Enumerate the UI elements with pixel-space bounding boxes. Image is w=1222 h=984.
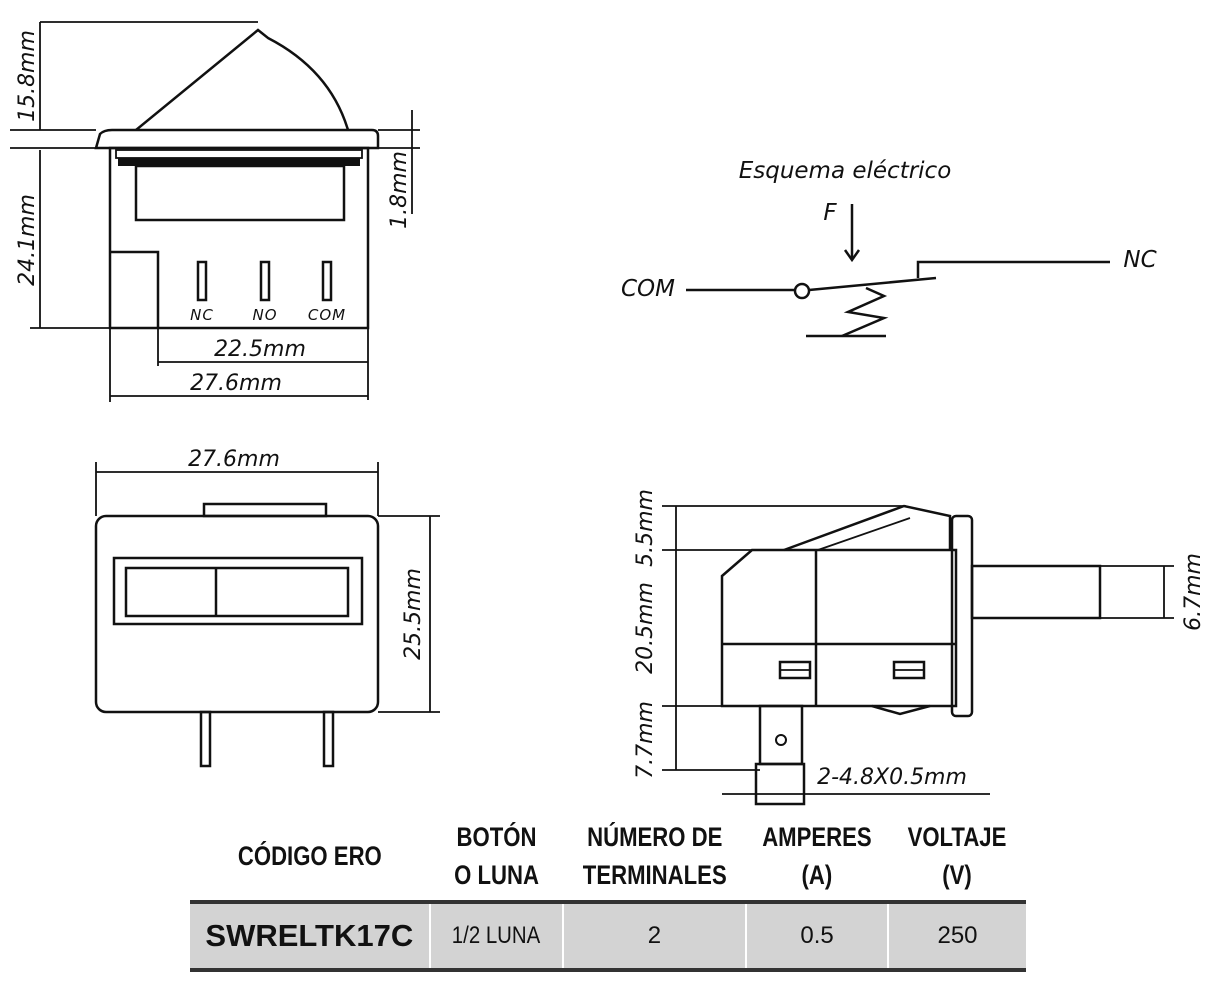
spring — [841, 286, 889, 338]
cell-button: 1/2 LUNA — [428, 900, 563, 972]
dim-body-height: 24.1mm — [15, 194, 40, 286]
terminal-label-no: NO — [252, 306, 277, 324]
dim-terminal-size: 2-4.8X0.5mm — [817, 765, 967, 790]
front-view: 27.6mm 25.5mm — [94, 447, 440, 768]
top-tab — [202, 502, 328, 518]
table-row: SWRELTK17C 1/2 LUNA 2 0.5 250 — [190, 900, 1026, 972]
body-window — [134, 164, 346, 222]
pivot-contact — [793, 282, 811, 300]
dim-side-body: 20.5mm — [633, 582, 658, 674]
cell-amperes: 0.5 — [745, 900, 889, 972]
dim-top-width: 27.6mm — [190, 371, 282, 396]
side-view: 5.5mm 20.5mm 7.7mm 6.7mm 2-4.8X0.5mm — [633, 489, 1206, 806]
cell-terminals: 2 — [561, 900, 747, 972]
side-body — [720, 548, 958, 708]
dim-flange: 1.8mm — [387, 151, 412, 229]
rocker-frame — [112, 556, 364, 626]
dim-terminal-span: 22.5mm — [214, 337, 306, 362]
dim-terminal-length: 7.7mm — [633, 701, 658, 779]
dim-front-width: 27.6mm — [188, 447, 280, 472]
com-label: COM — [621, 276, 675, 302]
dim-shaft: 6.7mm — [1181, 553, 1206, 631]
body-lip — [115, 149, 363, 159]
terminal-label-com: COM — [308, 306, 346, 324]
terminal-label-nc: NC — [190, 306, 214, 324]
force-label: F — [823, 200, 837, 226]
front-terminal-right — [322, 710, 335, 768]
rocker-face — [124, 566, 350, 618]
front-terminal-left — [199, 710, 212, 768]
terminal-com — [321, 260, 333, 302]
rocker-cap — [135, 28, 350, 131]
schematic-title: Esquema eléctrico — [739, 158, 952, 184]
header-code: CÓDIGO ERO — [237, 841, 382, 871]
terminal-hole — [775, 734, 787, 746]
switch-body — [108, 146, 370, 330]
dim-side-top: 5.5mm — [633, 489, 658, 567]
nc-label: NC — [1123, 247, 1156, 273]
side-rocker-edge — [817, 517, 911, 551]
dim-cap-height: 15.8mm — [15, 30, 40, 122]
electrical-schematic: Esquema eléctrico F COM NC — [621, 158, 1157, 338]
header-voltage: VOLTAJE(V) — [907, 822, 1007, 890]
terminal-no — [259, 260, 271, 302]
cell-voltage: 250 — [887, 900, 1026, 972]
side-bottom-lip — [871, 704, 931, 716]
side-shaft — [970, 564, 1102, 620]
cell-code: SWRELTK17C — [190, 900, 430, 972]
side-terminal-tip — [754, 762, 806, 806]
force-arrow-head — [843, 249, 861, 263]
terminal-nc — [196, 260, 208, 302]
switch-lever — [808, 276, 937, 292]
header-amperes: AMPERES(A) — [762, 822, 872, 890]
body-notch — [110, 250, 160, 328]
flange — [94, 128, 380, 150]
dim-front-height: 25.5mm — [401, 568, 426, 660]
nc-wire — [916, 260, 1110, 278]
side-rocker — [783, 504, 952, 552]
front-body — [94, 514, 380, 714]
top-view: NC NO COM 15.8mm 24.1mm 1.8mm 22.5mm 27.… — [10, 21, 420, 402]
